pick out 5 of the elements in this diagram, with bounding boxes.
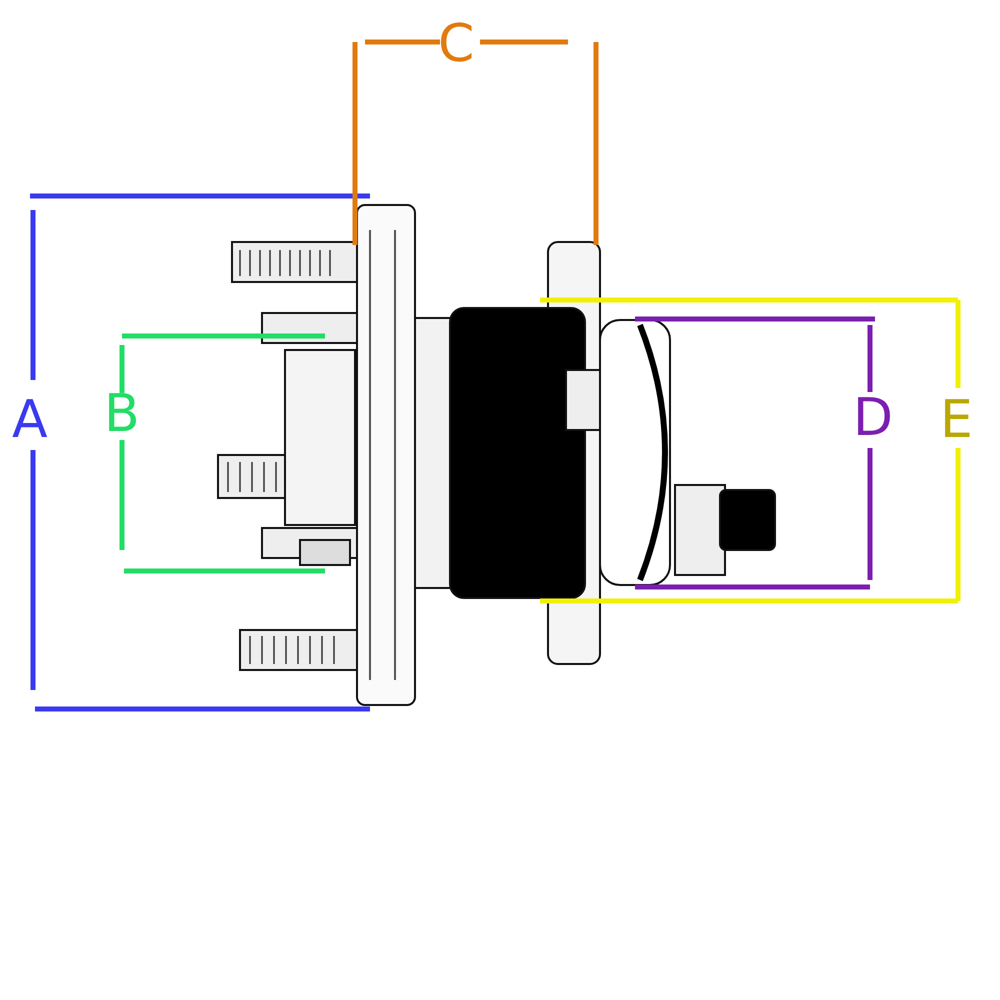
dimension-label: C xyxy=(438,18,474,70)
dimension-label: B xyxy=(104,388,140,440)
dimension-label: D xyxy=(853,392,894,444)
dimension-label: E xyxy=(940,394,973,446)
dimension-label: A xyxy=(12,394,48,446)
